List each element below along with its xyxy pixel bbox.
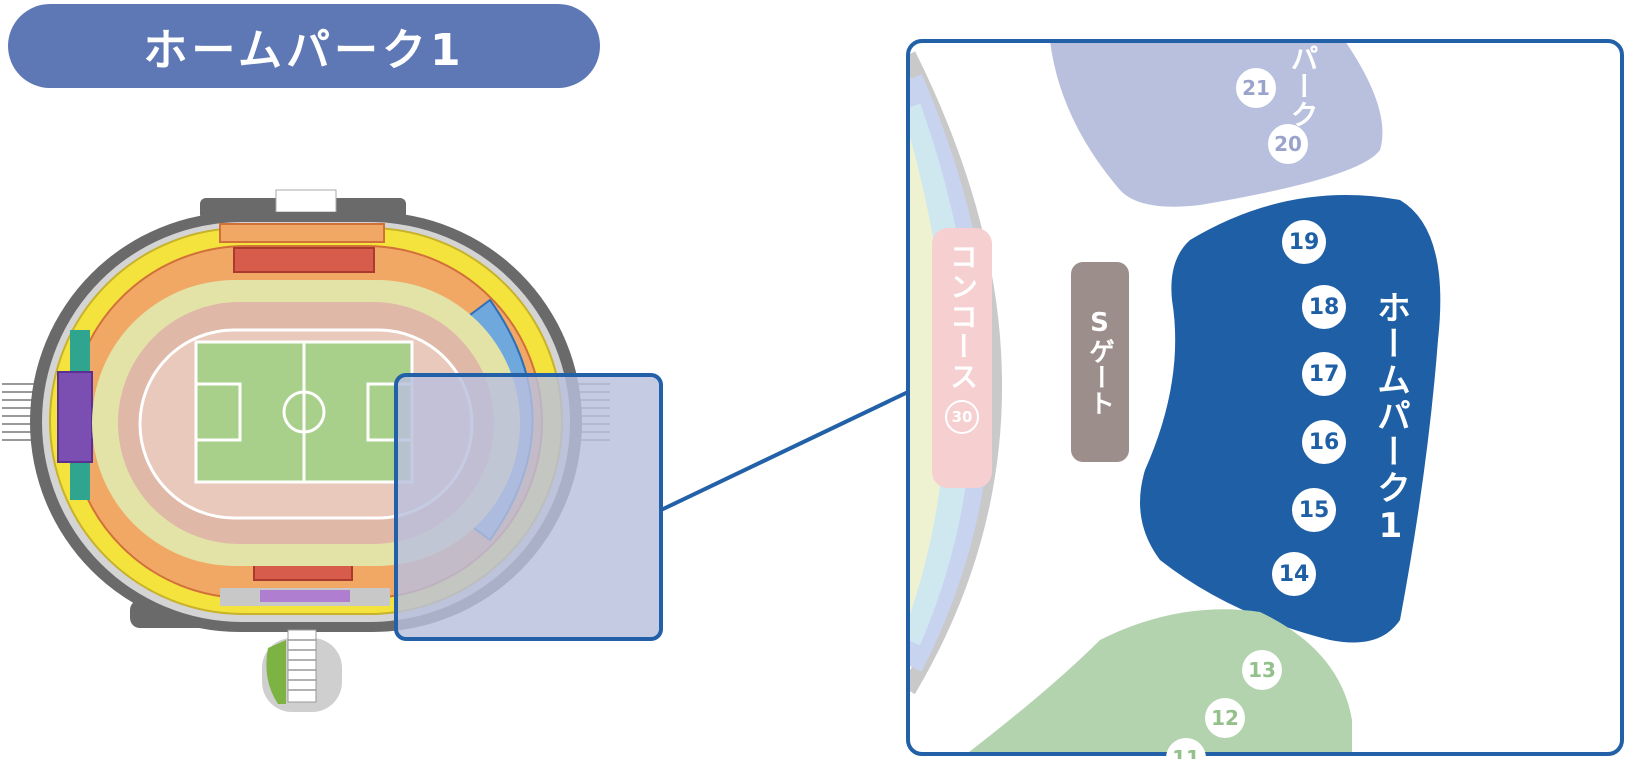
page-title: ホームパーク1: [8, 4, 600, 88]
home-park-1-label: ホームパーク1: [1370, 290, 1411, 548]
detail-panel: [906, 39, 1624, 756]
home-park-2-label: ホームパーク2: [1286, 44, 1320, 128]
seat-badge[interactable]: 17: [1302, 352, 1346, 396]
stadium-map: [2, 39, 1624, 756]
seat-badge[interactable]: 18: [1302, 285, 1346, 329]
concourse-label: コンコース: [946, 242, 979, 392]
seat-badge[interactable]: 11: [1166, 738, 1206, 759]
home-park-2-zone[interactable]: ホームパーク2: [1286, 44, 1326, 152]
zoom-connector: [660, 390, 909, 512]
highlight-region: [394, 373, 663, 641]
home-park-1-zone[interactable]: ホームパーク1: [1366, 290, 1416, 610]
stadium-overview: [2, 189, 663, 712]
concourse-box: コンコース 30: [932, 228, 992, 488]
concourse-number-badge: 30: [945, 400, 979, 434]
seat-badge[interactable]: 13: [1242, 650, 1282, 690]
seat-badge[interactable]: 21: [1236, 68, 1276, 108]
seat-badge[interactable]: 19: [1282, 220, 1326, 264]
s-gate-box: Sゲート: [1071, 262, 1129, 462]
seat-badge[interactable]: 15: [1292, 488, 1336, 532]
seat-badge[interactable]: 14: [1272, 552, 1316, 596]
s-gate-label: Sゲート: [1084, 308, 1115, 416]
seat-badge[interactable]: 16: [1302, 420, 1346, 464]
seat-badge[interactable]: 12: [1205, 698, 1245, 738]
seat-badge[interactable]: 20: [1268, 124, 1308, 164]
